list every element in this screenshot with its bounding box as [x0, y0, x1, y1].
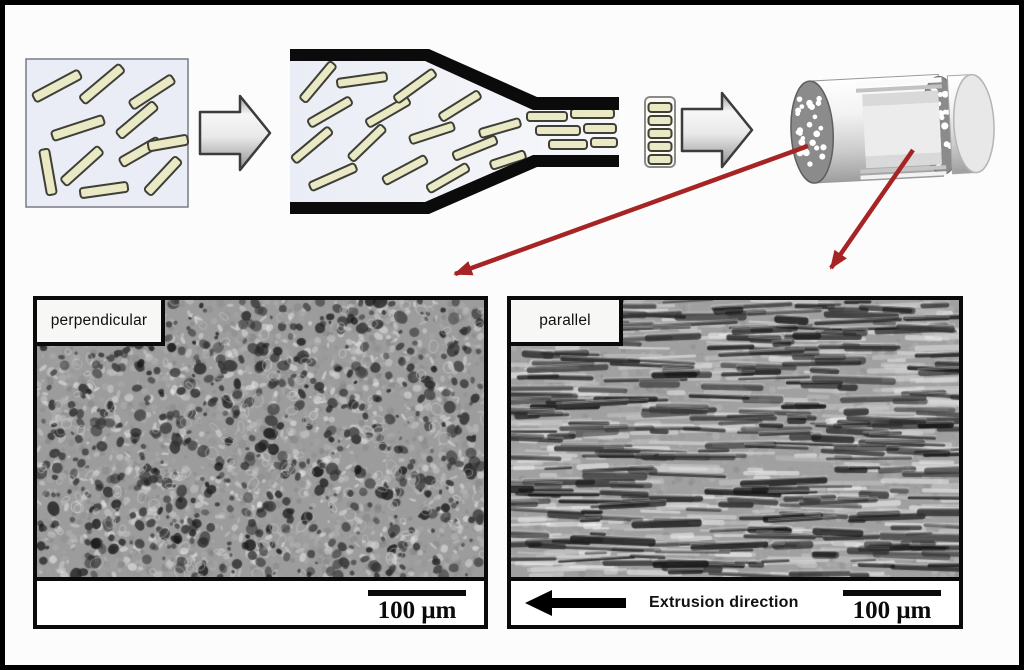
- scale-bar-text: 100 μm: [852, 597, 932, 624]
- extrusion-direction-text: Extrusion direction: [649, 594, 799, 611]
- die-wall-top: [290, 49, 619, 110]
- scale-bar-parallel: 100 μm: [843, 590, 941, 623]
- extrusion-process-diagram: [25, 49, 995, 277]
- perpendicular-label: perpendicular: [33, 296, 165, 346]
- scale-bar-icon: [368, 590, 466, 596]
- cutaway-stripe: [860, 165, 947, 174]
- feed-fibers: [31, 63, 190, 199]
- parallel-label: parallel: [507, 296, 623, 346]
- scale-bar-text: 100 μm: [377, 597, 457, 624]
- red-arrow-to-perpendicular-icon: [453, 143, 809, 277]
- extruded-cylinder: [790, 73, 995, 184]
- arrow-shaft: [552, 598, 626, 608]
- panel-perpendicular: perpendicular 100 μm: [33, 296, 488, 629]
- cylinder-front-face-pores: [795, 95, 827, 167]
- feed-box: [25, 58, 190, 208]
- die-wall-bottom: [290, 155, 619, 214]
- panel-parallel: parallel Extrusion direction 100 μm: [507, 296, 963, 629]
- flow-arrow-2-icon: [680, 91, 754, 169]
- extrusion-direction-arrow-icon: [525, 590, 626, 616]
- cutaway-inner-light: [862, 102, 942, 157]
- parallel-footer: Extrusion direction 100 μm: [511, 577, 959, 625]
- cylinder-end-cap: [952, 73, 995, 174]
- perpendicular-footer: 100 μm: [37, 577, 484, 625]
- sem-texture-perpendicular: [37, 300, 484, 577]
- red-arrow-to-parallel-icon: [829, 148, 915, 270]
- arrow-head: [525, 590, 552, 616]
- scale-bar-perpendicular: 100 μm: [368, 590, 466, 623]
- sem-micrograph-perpendicular: perpendicular: [33, 296, 484, 577]
- cutaway-stripe: [855, 84, 942, 93]
- extrudate-stack-icon: [644, 96, 676, 168]
- die-fibers: [290, 61, 618, 194]
- cutaway-stripe: [855, 77, 942, 87]
- scale-bar-icon: [843, 590, 941, 596]
- flow-arrow-1-icon: [198, 94, 272, 172]
- sem-micrograph-parallel: parallel: [507, 296, 959, 577]
- sem-texture-parallel: [511, 300, 959, 577]
- extrusion-die: [290, 49, 619, 214]
- cutaway-stripe: [860, 171, 947, 180]
